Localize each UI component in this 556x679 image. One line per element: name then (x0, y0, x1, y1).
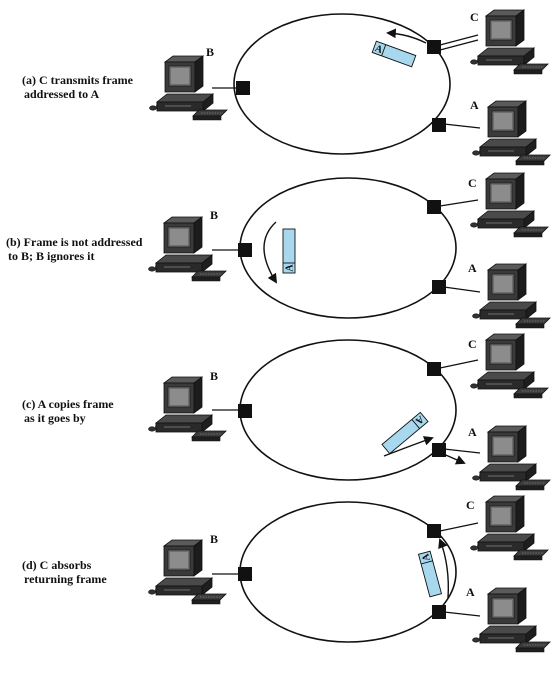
svg-text:A: A (373, 43, 384, 56)
station-a-label: A (466, 585, 475, 599)
tap-a-b (432, 280, 446, 294)
station-c-label: C (470, 10, 479, 24)
station-a-label: A (468, 261, 477, 275)
frame-b: A (282, 228, 296, 274)
station-a-label: A (470, 98, 479, 112)
tap-c-c (427, 362, 441, 376)
tap-a-a (432, 118, 446, 132)
frame-d: A (417, 550, 443, 598)
panel-a: B C A A (149, 9, 551, 166)
computer-icon (470, 9, 549, 75)
panel-c: B C A A (148, 333, 551, 491)
svg-text:A: A (285, 264, 296, 272)
tap-a-d (432, 605, 446, 619)
tap-c-a (427, 40, 441, 54)
copy-arrow (431, 448, 466, 465)
ring-b (239, 177, 457, 319)
computer-icon (470, 333, 549, 399)
caption-a: (a) C transmits frame addressed to A (22, 73, 133, 101)
station-c-label: C (466, 498, 475, 512)
tap-c-d (427, 524, 441, 538)
station-c-label: C (468, 176, 477, 190)
computer-icon (148, 539, 227, 605)
absorb-arrow (438, 538, 450, 599)
station-b-label: B (210, 208, 218, 222)
computer-icon (472, 587, 551, 653)
computer-icon (148, 376, 227, 442)
tap-b-a (236, 81, 250, 95)
svg-text:A: A (420, 552, 433, 563)
computer-icon (472, 100, 551, 166)
flow-arrow (386, 28, 427, 44)
tap-b-c (238, 404, 252, 418)
flow-arrow (263, 221, 278, 284)
caption-b: (b) Frame is not addressed to B; B ignor… (6, 235, 143, 263)
station-b-label: B (210, 369, 218, 383)
flow-arrow (383, 436, 434, 457)
panel-b: B C A A (148, 172, 551, 329)
station-b-label: B (210, 532, 218, 546)
computer-icon (472, 425, 551, 491)
tap-b-b (238, 243, 252, 257)
station-c-label: C (468, 337, 477, 351)
tap-c-b (427, 200, 441, 214)
ring-a (233, 13, 451, 155)
computer-icon (148, 216, 227, 282)
ring-c (239, 339, 457, 481)
computer-icon (470, 495, 549, 561)
computer-icon (470, 172, 549, 238)
frame-a: A (371, 40, 417, 68)
tap-b-d (238, 567, 252, 581)
caption-d: (d) C absorbs returning frame (22, 558, 107, 586)
station-b-label: B (206, 45, 214, 59)
computer-icon (472, 263, 551, 329)
station-a-label: A (468, 425, 477, 439)
frame-c: A (381, 411, 429, 455)
panel-d: B C A A (148, 495, 551, 653)
caption-c: (c) A copies frame as it goes by (22, 397, 114, 425)
